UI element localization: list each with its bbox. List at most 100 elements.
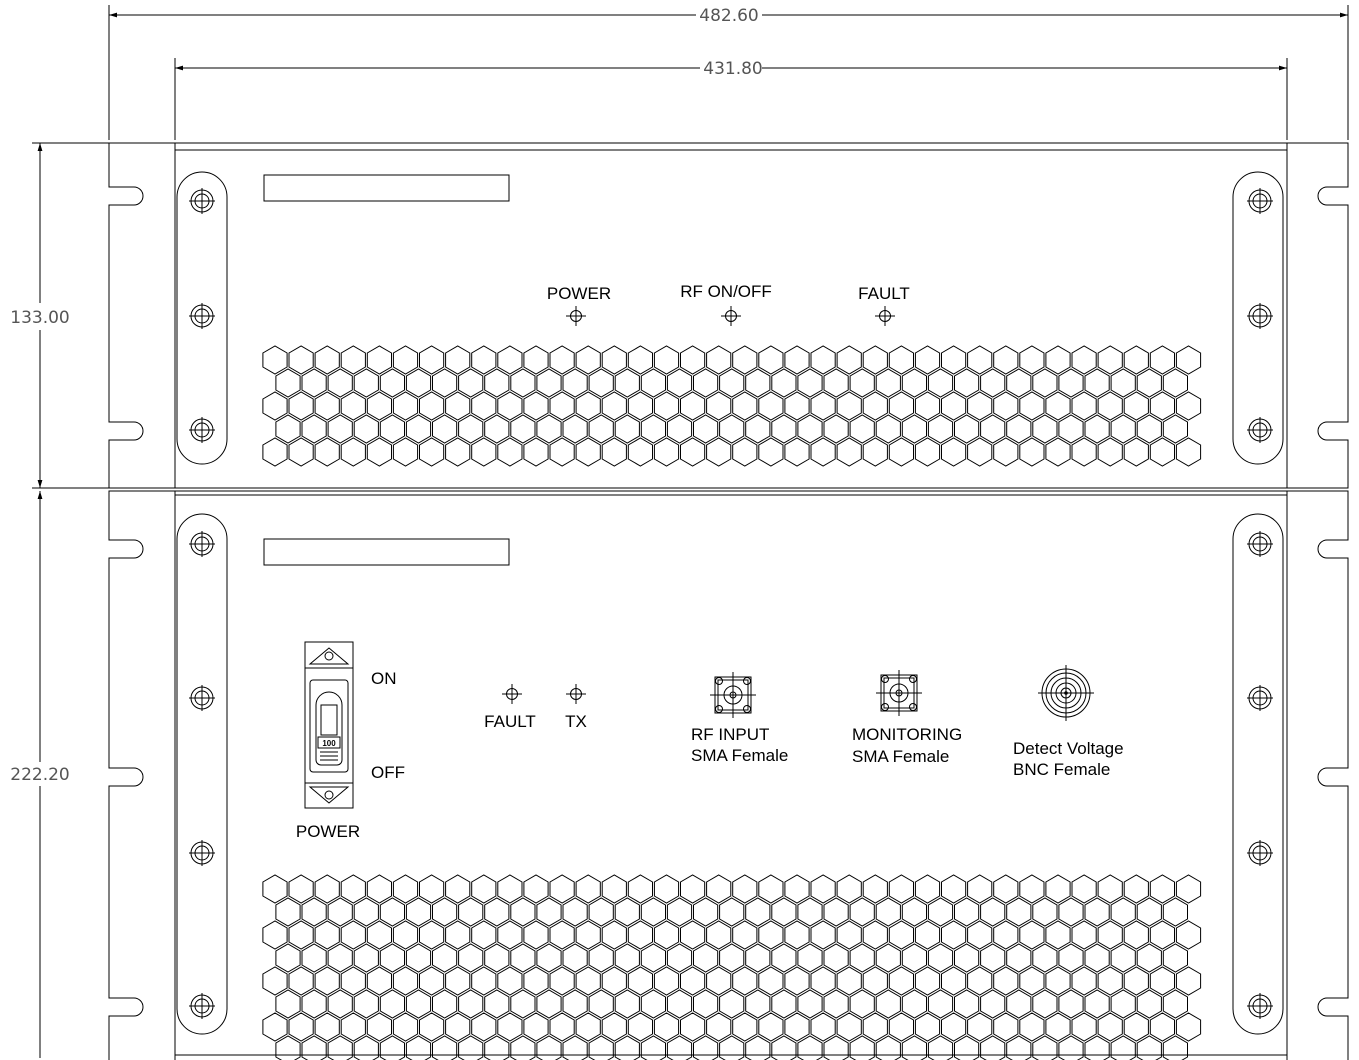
vent-hole	[667, 415, 691, 443]
detect-voltage-bnc-connector[interactable]	[1038, 665, 1094, 721]
vent-hole	[289, 967, 313, 995]
vent-hole	[354, 990, 378, 1018]
vent-hole	[785, 1013, 809, 1041]
vent-hole	[720, 990, 744, 1018]
vent-hole	[485, 1036, 509, 1060]
vent-hole	[406, 1036, 430, 1060]
vent-hole	[981, 990, 1005, 1018]
vent-hole	[681, 346, 705, 374]
vent-hole	[981, 415, 1005, 443]
vent-hole	[1176, 875, 1200, 903]
vent-hole	[850, 369, 874, 397]
vent-hole	[315, 392, 339, 420]
vent-hole	[798, 1036, 822, 1060]
vent-hole	[1150, 346, 1174, 374]
vent-hole	[289, 392, 313, 420]
vent-hole	[863, 921, 887, 949]
dimension-overall-width: 482.60	[109, 5, 1348, 140]
vent-hole	[524, 392, 548, 420]
vent-hole	[1059, 369, 1083, 397]
vent-hole	[654, 921, 678, 949]
vent-hole	[367, 921, 391, 949]
vent-hole	[550, 1013, 574, 1041]
vent-hole	[328, 898, 352, 926]
lower-height-value: 222.20	[10, 765, 69, 785]
vent-hole	[602, 392, 626, 420]
vent-hole	[354, 1036, 378, 1060]
vent-hole	[772, 944, 796, 972]
vent-hole	[733, 1013, 757, 1041]
vent-hole	[498, 921, 522, 949]
vent-hole	[889, 438, 913, 466]
rf-input-sma-connector[interactable]	[710, 672, 756, 718]
vent-hole	[302, 990, 326, 1018]
vent-hole	[942, 967, 966, 995]
vent-hole	[798, 898, 822, 926]
vent-hole	[667, 898, 691, 926]
vent-hole	[681, 438, 705, 466]
vent-hole	[446, 921, 470, 949]
vent-hole	[328, 990, 352, 1018]
vent-hole	[1020, 921, 1044, 949]
vent-hole	[576, 438, 600, 466]
vent-hole	[576, 346, 600, 374]
vent-hole	[681, 1013, 705, 1041]
vent-hole	[537, 369, 561, 397]
vent-hole	[393, 967, 417, 995]
vent-hole	[915, 875, 939, 903]
vent-hole	[772, 415, 796, 443]
connector-screw	[716, 678, 723, 685]
vent-hole	[876, 990, 900, 1018]
switch-toggle	[316, 692, 342, 765]
power-switch[interactable]: 100	[305, 642, 353, 808]
vent-hole	[733, 921, 757, 949]
vent-hole	[667, 1036, 691, 1060]
vent-hole	[276, 1036, 300, 1060]
vent-hole	[981, 369, 1005, 397]
vent-hole	[798, 415, 822, 443]
upper-rf-on-off-led	[721, 306, 741, 326]
vent-hole	[955, 990, 979, 1018]
rf-input-label-line1: RF INPUT	[691, 725, 769, 744]
vent-hole	[824, 369, 848, 397]
vent-hole	[759, 438, 783, 466]
vent-hole	[720, 898, 744, 926]
vent-hole	[589, 944, 613, 972]
vent-hole	[811, 967, 835, 995]
vent-hole	[1150, 438, 1174, 466]
vent-hole	[602, 346, 626, 374]
power-switch-label: POWER	[296, 822, 360, 841]
vent-hole	[315, 875, 339, 903]
vent-hole	[1137, 369, 1161, 397]
vent-hole	[1098, 392, 1122, 420]
vent-hole	[393, 1013, 417, 1041]
vent-hole	[1033, 898, 1057, 926]
monitoring-label-line2: SMA Female	[852, 747, 949, 766]
vent-hole	[798, 369, 822, 397]
vent-hole	[511, 369, 535, 397]
connector-screw	[744, 706, 751, 713]
vent-hole	[263, 1013, 287, 1041]
vent-hole	[1163, 369, 1187, 397]
vent-hole	[759, 346, 783, 374]
vent-hole	[811, 1013, 835, 1041]
upper-rack-ear-left	[109, 143, 175, 488]
vent-hole	[1033, 415, 1057, 443]
vent-hole	[263, 346, 287, 374]
vent-hole	[341, 392, 365, 420]
detect-voltage-label-line1: Detect Voltage	[1013, 739, 1124, 758]
lower-mounting-screw	[1247, 840, 1273, 866]
vent-hole	[1046, 1013, 1070, 1041]
vent-hole	[263, 392, 287, 420]
vent-hole	[289, 875, 313, 903]
vent-hole	[576, 875, 600, 903]
vent-hole	[393, 921, 417, 949]
vent-hole	[733, 875, 757, 903]
vent-hole	[1176, 392, 1200, 420]
vent-hole	[902, 944, 926, 972]
vent-hole	[902, 369, 926, 397]
upper-panel: POWER RF ON/OFF FAULT	[109, 143, 1348, 488]
vent-hole	[1072, 392, 1096, 420]
vent-hole	[380, 415, 404, 443]
monitoring-sma-connector[interactable]	[876, 670, 922, 716]
